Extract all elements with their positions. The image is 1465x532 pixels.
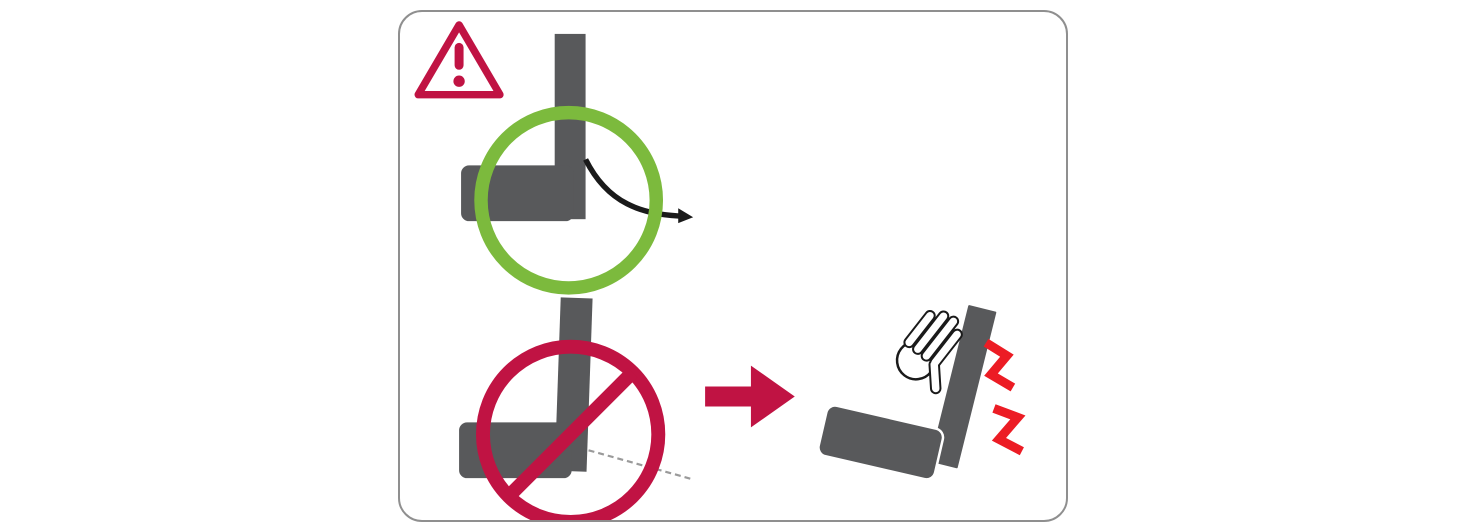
impact-mark-upper: [983, 338, 1016, 392]
warning-triangle-icon: [414, 21, 504, 99]
caution-diagram-panel: [398, 10, 1068, 522]
impact-marks-icon: [983, 338, 1026, 456]
result-arrow-icon: [705, 365, 795, 428]
tilt-guide-dashed-line: [588, 449, 693, 481]
stand-base-falling: [817, 404, 945, 481]
caution-diagram: [414, 21, 1026, 520]
incorrect-placement-illustration: [459, 297, 693, 520]
stand-leg-foot: [678, 208, 694, 224]
impact-mark-lower: [991, 404, 1026, 456]
hand-icon: [895, 310, 963, 395]
prohibition-circle-icon: [476, 339, 666, 520]
correct-placement-illustration: [461, 33, 694, 295]
arrow-shape: [705, 365, 795, 428]
stand-leg-curve: [583, 158, 686, 219]
prohibition-slash: [503, 367, 638, 502]
monitor-panel-falling: [927, 303, 999, 471]
falling-monitor-illustration: [817, 303, 1026, 481]
hand-fingers-fill: [905, 311, 961, 393]
warning-exclamation-dot: [453, 75, 465, 87]
approved-circle-icon: [474, 105, 664, 295]
warning-exclamation-bar: [454, 42, 464, 70]
